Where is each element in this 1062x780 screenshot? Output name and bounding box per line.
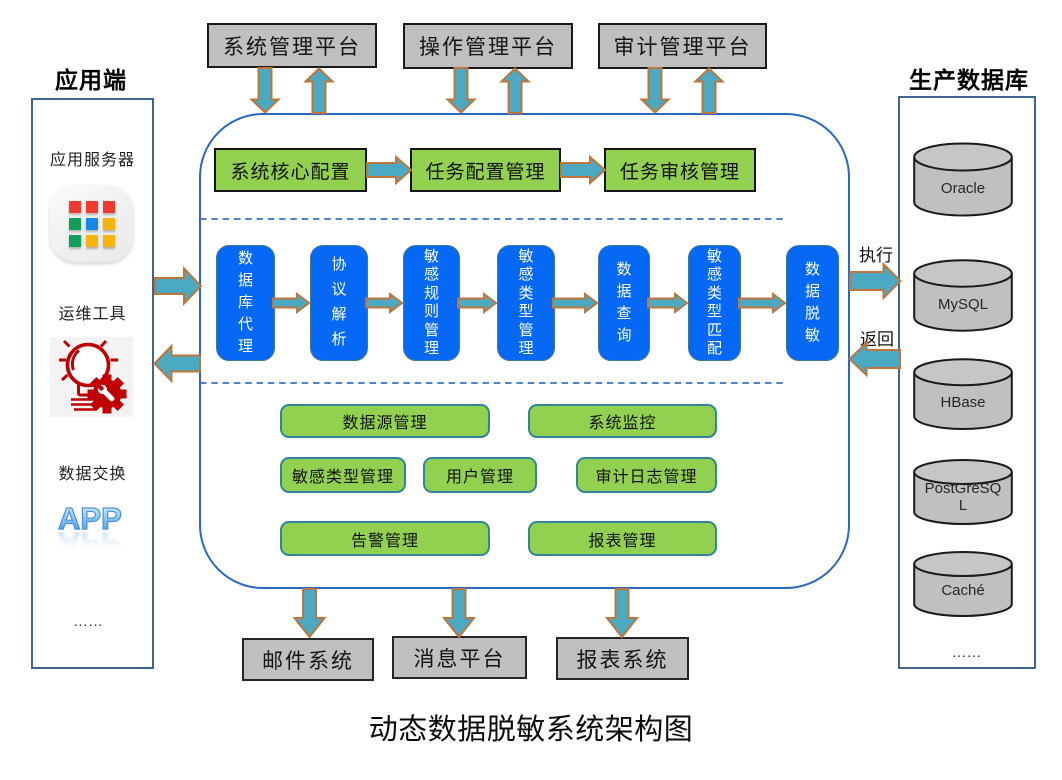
app-server-label: 应用服务器 (49, 152, 135, 169)
mgmt-label: 告警管理 (350, 532, 419, 550)
database-label: MySQL (937, 296, 988, 313)
left-panel-ellipsis: …… (73, 615, 104, 630)
mgmt-label: 系统监控 (588, 415, 657, 432)
config-label: 任务审核管理 (619, 161, 740, 183)
database-cylinder-postgresql: PostGreSQL (913, 459, 1013, 525)
system-label: 报表系统 (576, 647, 669, 672)
platform-label: 审计管理平台 (613, 35, 752, 59)
platform-label: 操作管理平台 (419, 35, 557, 59)
system-box-mail: 邮件系统 (242, 638, 374, 681)
mgmt-box-audit-log: 审计日志管理 (576, 457, 717, 493)
flow-box-type-mgmt: 敏感类型管理 (497, 245, 555, 361)
arrow-right-icon (849, 261, 902, 301)
database-label: PostGreSQL (924, 480, 1002, 514)
config-box-task-review: 任务审核管理 (604, 148, 756, 192)
ops-tool-label: 运维工具 (58, 306, 127, 323)
arrow-down-icon (249, 67, 281, 114)
arrow-down-icon (441, 588, 477, 639)
flow-label: 数据库代理 (237, 251, 253, 355)
flow-label: 协议解析 (331, 257, 347, 348)
platform-box-operation: 操作管理平台 (403, 23, 573, 69)
config-label: 任务配置管理 (425, 161, 546, 183)
left-panel-title: 应用端 (55, 68, 127, 93)
mgmt-box-datasource: 数据源管理 (280, 404, 490, 438)
flow-box-db-proxy: 数据库代理 (216, 245, 275, 361)
platform-label: 系统管理平台 (223, 34, 361, 59)
database-cylinder-cache: Caché (913, 551, 1013, 617)
mgmt-label: 敏感类型管理 (291, 469, 394, 486)
mgmt-label: 用户管理 (445, 469, 514, 486)
execute-label: 执行 (859, 246, 893, 265)
mgmt-box-monitor: 系统监控 (528, 404, 717, 438)
data-exchange-label: 数据交换 (58, 466, 127, 483)
config-box-task-config: 任务配置管理 (410, 148, 561, 192)
config-label: 系统核心配置 (230, 161, 351, 183)
mgmt-box-user: 用户管理 (423, 457, 537, 493)
flow-box-type-match: 敏感类型匹配 (688, 245, 741, 361)
platform-box-system: 系统管理平台 (207, 23, 377, 68)
database-cylinder-hbase: HBase (913, 358, 1013, 430)
arrow-up-icon (693, 67, 725, 114)
mgmt-box-sensitive-type: 敏感类型管理 (280, 457, 406, 493)
flow-label: 敏感类型管理 (518, 248, 534, 358)
flow-box-protocol-parse: 协议解析 (310, 245, 368, 361)
arrow-down-icon (604, 588, 640, 639)
app-grid-squares (68, 200, 115, 247)
mgmt-box-alert: 告警管理 (280, 521, 490, 556)
arrow-up-icon (499, 67, 531, 114)
database-label: HBase (940, 394, 986, 411)
diagram-caption: 动态数据脱敏系统架构图 (368, 714, 694, 746)
right-panel-title: 生产数据库 (909, 68, 1029, 93)
system-label: 消息平台 (413, 646, 506, 671)
system-label: 邮件系统 (262, 648, 354, 673)
database-label: Caché (941, 582, 985, 599)
app-logo: APP (57, 501, 122, 536)
arrow-down-icon (639, 67, 671, 114)
lightbulb-wrench-icon (50, 337, 133, 422)
flow-box-data-query: 数据查询 (598, 245, 650, 361)
flow-label: 敏感类型匹配 (706, 248, 722, 358)
flow-box-data-mask: 数据脱敏 (786, 245, 839, 361)
mgmt-box-report: 报表管理 (528, 521, 717, 556)
database-label: Oracle (940, 180, 986, 197)
arrow-up-icon (303, 67, 335, 114)
flow-label: 数据脱敏 (804, 262, 820, 344)
arrow-right-icon (154, 266, 203, 306)
flow-label: 数据查询 (616, 262, 632, 344)
system-box-message: 消息平台 (392, 636, 527, 679)
flow-box-rule-mgmt: 敏感规则管理 (403, 245, 460, 361)
app-grid-icon (50, 185, 133, 262)
database-cylinder-oracle: Oracle (913, 142, 1013, 217)
return-label: 返回 (860, 330, 894, 349)
right-panel-ellipsis: …… (952, 646, 982, 661)
platform-box-audit: 审计管理平台 (598, 23, 767, 69)
arrow-down-icon (292, 588, 327, 639)
mgmt-label: 审计日志管理 (595, 469, 698, 486)
arrow-down-icon (445, 67, 477, 114)
config-box-core: 系统核心配置 (214, 148, 367, 192)
system-box-report: 报表系统 (556, 637, 689, 680)
arrow-left-icon (153, 343, 201, 384)
mgmt-label: 数据源管理 (342, 415, 428, 432)
database-cylinder-mysql: MySQL (913, 259, 1013, 332)
app-logo-reflection: APP (57, 525, 122, 561)
flow-label: 敏感规则管理 (423, 248, 439, 358)
mgmt-label: 报表管理 (588, 532, 657, 550)
